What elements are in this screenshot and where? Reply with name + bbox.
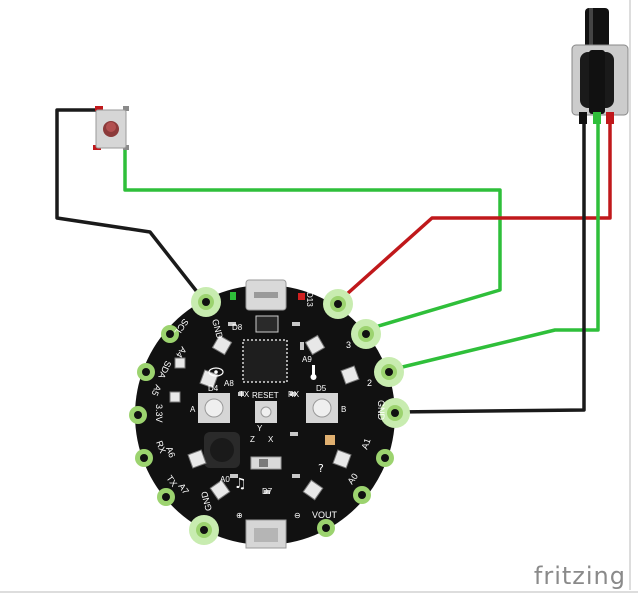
- label-rx: RX: [154, 439, 168, 454]
- silk-x: X: [268, 435, 274, 444]
- pot-shaft: [585, 8, 609, 50]
- button-b[interactable]: [312, 398, 332, 418]
- pads: [129, 287, 410, 545]
- pad-vout[interactable]: [317, 519, 335, 537]
- label-a1: A1: [359, 437, 372, 451]
- pad-a1[interactable]: [376, 449, 394, 467]
- wire-black-button-gnd[interactable]: [55, 108, 207, 304]
- pad-gnd-bottom[interactable]: [189, 515, 219, 545]
- silk-d5: D5: [316, 384, 327, 393]
- pad-labels: GND 3 2 GND A1 A0 VOUT GND TX A7 RX A6 3…: [150, 317, 386, 520]
- silk-d13: D13: [305, 292, 314, 307]
- pad-a3[interactable]: [351, 319, 381, 349]
- button-a[interactable]: [204, 398, 224, 418]
- silk-minus: ⊖: [294, 511, 301, 520]
- regulator-chip: [255, 315, 279, 333]
- silk-d7: D7: [262, 487, 273, 496]
- neopixels: [169, 334, 360, 501]
- led-green: [230, 292, 236, 300]
- pad-a2[interactable]: [374, 357, 404, 387]
- wire-black-pot-gnd[interactable]: [393, 120, 586, 414]
- silk-z: Z: [250, 435, 255, 444]
- reset-button[interactable]: [260, 406, 272, 418]
- label-3v3: 3.3V: [154, 404, 164, 423]
- pad-3v3[interactable]: [129, 406, 147, 424]
- silkscreen-labels: D13 D8 A8 A9 D4 TX RESET RX D5 A B X Y Z…: [190, 292, 346, 520]
- silk-d4: D4: [208, 384, 219, 393]
- label-a6: A6: [164, 445, 177, 459]
- pad-power[interactable]: [323, 289, 353, 319]
- pad-gnd-right[interactable]: [380, 398, 410, 428]
- light-sensor: [325, 435, 335, 445]
- silk-a0: A0: [220, 475, 230, 484]
- fritzing-logo: fritzing: [533, 562, 626, 590]
- svg-text:?: ?: [318, 462, 324, 475]
- wire-green-button-a3[interactable]: [123, 146, 502, 332]
- label-a3: 3: [346, 340, 351, 350]
- pad-a5[interactable]: [137, 363, 155, 381]
- ear-icon: ?: [318, 462, 324, 475]
- pad-a7[interactable]: [157, 488, 175, 506]
- silk-d8: D8: [232, 323, 243, 332]
- wire-green-pot-a2[interactable]: [388, 120, 600, 372]
- pad-a6[interactable]: [135, 449, 153, 467]
- wires: [55, 108, 612, 414]
- pad-a0[interactable]: [353, 486, 371, 504]
- silk-rx: RX: [288, 390, 300, 399]
- silk-reset: RESET: [252, 391, 279, 400]
- pad-gnd-top[interactable]: [191, 287, 221, 317]
- silk-button-a: A: [190, 405, 196, 414]
- label-vout: VOUT: [312, 510, 338, 520]
- silk-tx: TX: [239, 390, 250, 399]
- label-a2: 2: [367, 378, 372, 388]
- potentiometer[interactable]: [571, 8, 629, 124]
- silk-a9: A9: [302, 355, 312, 364]
- label-gnd-right: GND: [376, 400, 386, 421]
- eye-icon: [208, 367, 224, 377]
- silk-a8: A8: [224, 379, 234, 388]
- push-button[interactable]: [93, 106, 129, 150]
- mcu-chip: [242, 339, 288, 383]
- circuit-playground-board: GND 3 2 GND A1 A0 VOUT GND TX A7 RX A6 3…: [129, 279, 410, 549]
- music-note-icon: ♫: [234, 476, 247, 492]
- silk-plus: ⊕: [236, 511, 243, 520]
- label-a5: A5: [150, 383, 164, 397]
- wire-red-pot-power[interactable]: [336, 120, 612, 304]
- svg-text:♫: ♫: [234, 476, 247, 492]
- silk-button-b: B: [341, 405, 346, 414]
- thermometer-icon: [310, 365, 317, 380]
- led-d13: [298, 293, 305, 300]
- pad-a4[interactable]: [161, 325, 179, 343]
- silk-y: Y: [257, 424, 263, 433]
- passive-components: [228, 322, 304, 494]
